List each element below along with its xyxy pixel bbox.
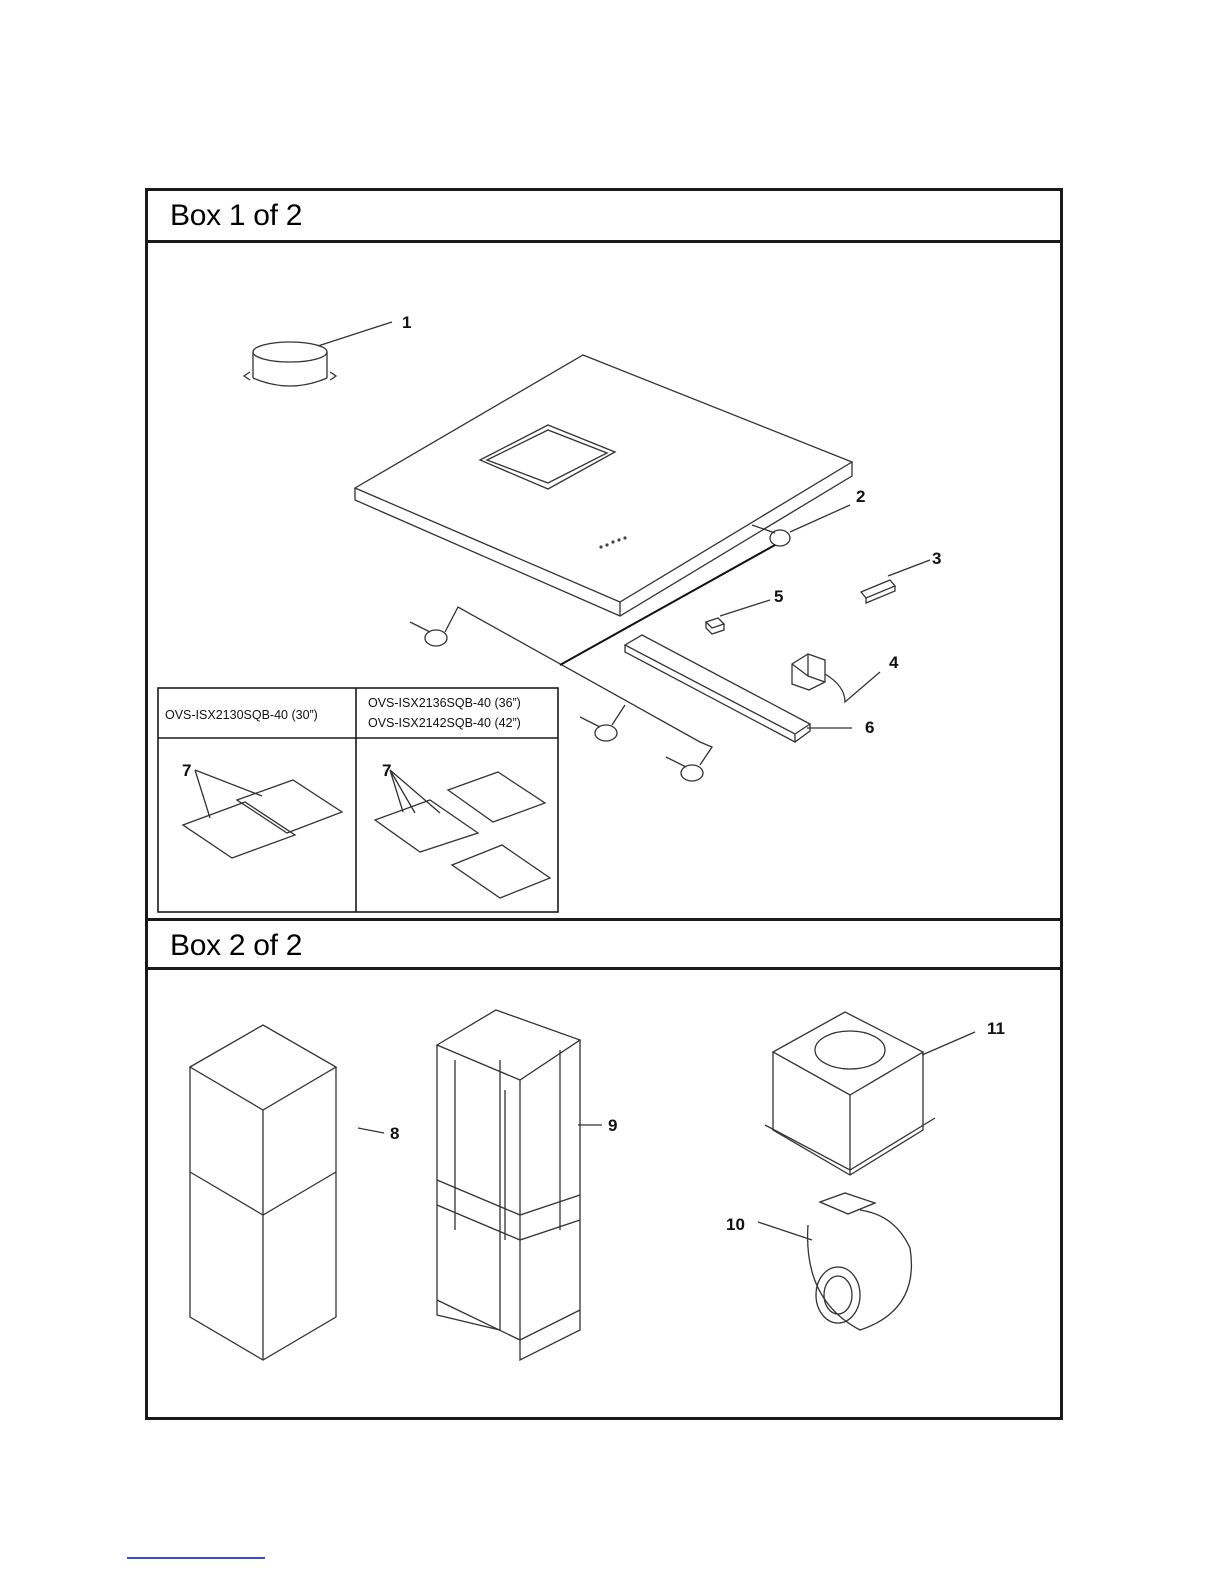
filter-pair-left <box>183 770 342 858</box>
part-connector-block <box>706 600 770 634</box>
callout-3: 3 <box>932 549 941 568</box>
callout-4: 4 <box>889 653 899 672</box>
part-duct-collar <box>244 322 392 386</box>
part-blower-motor <box>758 1193 911 1330</box>
model-label-30: OVS-ISX2130SQB-40 (30”) <box>165 708 318 722</box>
callout-1: 1 <box>402 313 411 332</box>
callout-7-left: 7 <box>182 761 191 780</box>
part-bracket-strip <box>861 560 930 603</box>
callout-2: 2 <box>856 487 865 506</box>
callout-7-right: 7 <box>382 761 391 780</box>
part-chimney-cover <box>190 1025 384 1360</box>
footer-link-underline <box>127 1557 265 1559</box>
hood-body <box>355 355 852 616</box>
filter-trio-right <box>375 770 550 898</box>
part-transformer <box>792 654 880 702</box>
part-blower-housing <box>765 1012 975 1175</box>
callout-5: 5 <box>774 587 783 606</box>
part-knobs <box>410 505 850 781</box>
callout-11: 11 <box>987 1019 1005 1038</box>
callout-6: 6 <box>865 718 874 737</box>
callout-10: 10 <box>726 1215 745 1234</box>
callout-9: 9 <box>608 1116 617 1135</box>
part-mounting-rail <box>625 635 852 742</box>
callout-8: 8 <box>390 1124 399 1143</box>
model-label-36: OVS-ISX2136SQB-40 (36”) <box>368 696 521 710</box>
part-chimney-frame <box>437 1010 602 1360</box>
model-label-42: OVS-ISX2142SQB-40 (42”) <box>368 716 521 730</box>
